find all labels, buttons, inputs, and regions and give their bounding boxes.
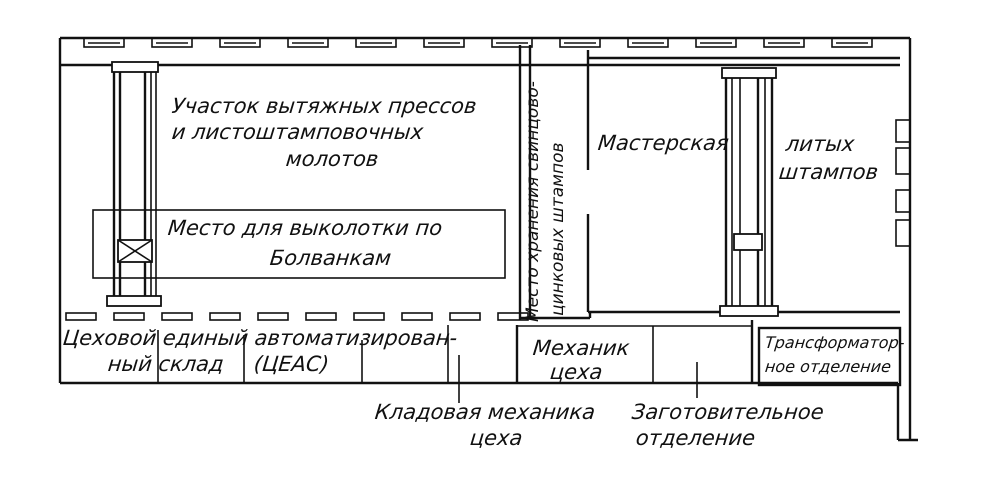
skylight-mark xyxy=(763,37,805,48)
boundary-dash xyxy=(497,312,529,321)
boundary-dash xyxy=(305,312,337,321)
skylight-mark xyxy=(695,37,737,48)
blank-dept-label: Заготовительное xyxy=(630,400,826,424)
warehouse-label: Цеховой единый автоматизирован- xyxy=(61,326,459,350)
zinc-die-storage-label-2: цинковых штампов xyxy=(548,142,568,316)
hammering-zone xyxy=(92,209,506,279)
warehouse-label-2: ный склад xyxy=(106,352,225,376)
skylight-mark xyxy=(491,37,533,48)
skylight-mark xyxy=(423,37,465,48)
press-area-label: Участок вытяжных прессов xyxy=(170,94,478,118)
mechanic-label-2: цеха xyxy=(548,360,604,384)
boundary-dash xyxy=(449,312,481,321)
transformer-room xyxy=(757,326,902,387)
transformer-label-2: ное отделение xyxy=(764,357,893,376)
blank-dept-label-2: отделение xyxy=(634,426,757,450)
top-windows xyxy=(83,37,873,48)
boundary-dash xyxy=(113,312,145,321)
press-area-label-2: и листоштамповочных xyxy=(170,120,425,144)
boundary-dash xyxy=(353,312,385,321)
boundary-dash xyxy=(209,312,241,321)
mech-storeroom-label-2: цеха xyxy=(468,426,524,450)
mechanic-label: Механик xyxy=(531,336,631,360)
skylight-mark xyxy=(219,37,261,48)
boundary-dash xyxy=(161,312,193,321)
skylight-mark xyxy=(355,37,397,48)
right-wall-niches xyxy=(895,119,911,247)
skylight-mark xyxy=(151,37,193,48)
left-crane xyxy=(106,61,162,307)
cast-dies-label: литых xyxy=(784,132,856,156)
boundary-dash xyxy=(65,312,97,321)
zinc-die-storage-label: Место хранения свинцово- xyxy=(523,81,543,322)
press-area-label-3: молотов xyxy=(284,147,380,171)
hammering-label: Место для выколотки по xyxy=(166,216,444,240)
warehouse-label-3: (ЦЕАС) xyxy=(252,352,331,376)
warehouse-partitions xyxy=(157,320,754,383)
skylight-mark xyxy=(559,37,601,48)
warehouse-boundary-dashes xyxy=(65,312,529,321)
boundary-dash xyxy=(257,312,289,321)
cast-dies-label-2: штампов xyxy=(777,160,880,184)
skylight-mark xyxy=(627,37,669,48)
transformer-label: Трансформатор- xyxy=(764,333,906,352)
skylight-mark xyxy=(287,37,329,48)
skylight-mark xyxy=(83,37,125,48)
boundary-dash xyxy=(401,312,433,321)
mech-storeroom-label: Кладовая механика xyxy=(373,400,597,424)
leader-lines xyxy=(458,355,698,403)
workshop-label: Мастерская xyxy=(596,131,731,155)
hammering-label-2: Болванкам xyxy=(268,246,393,270)
skylight-mark xyxy=(831,37,873,48)
right-crane xyxy=(719,67,779,317)
